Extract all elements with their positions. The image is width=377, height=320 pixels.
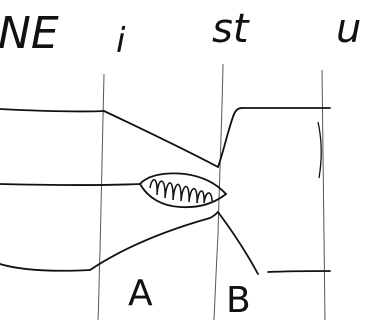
label-a: A — [128, 273, 153, 314]
bracket-mark — [317, 121, 322, 179]
label-st: st — [212, 6, 250, 52]
lower-line-left — [0, 263, 91, 272]
vertical-guide-u — [321, 69, 326, 320]
middle-line — [0, 183, 141, 187]
lower-descent — [217, 211, 259, 275]
lower-line-right — [267, 270, 331, 273]
label-i: i — [116, 21, 126, 61]
label-u: u — [336, 6, 361, 52]
coil-outline — [138, 172, 228, 209]
vertical-guide-st — [213, 63, 224, 320]
upper-step — [217, 107, 243, 168]
lower-diagonal — [89, 211, 219, 271]
upper-line-left — [0, 108, 105, 113]
label-b: B — [226, 280, 251, 320]
coil-loops — [149, 179, 213, 204]
label-ne: NE — [0, 8, 59, 59]
upper-diagonal — [103, 110, 219, 168]
